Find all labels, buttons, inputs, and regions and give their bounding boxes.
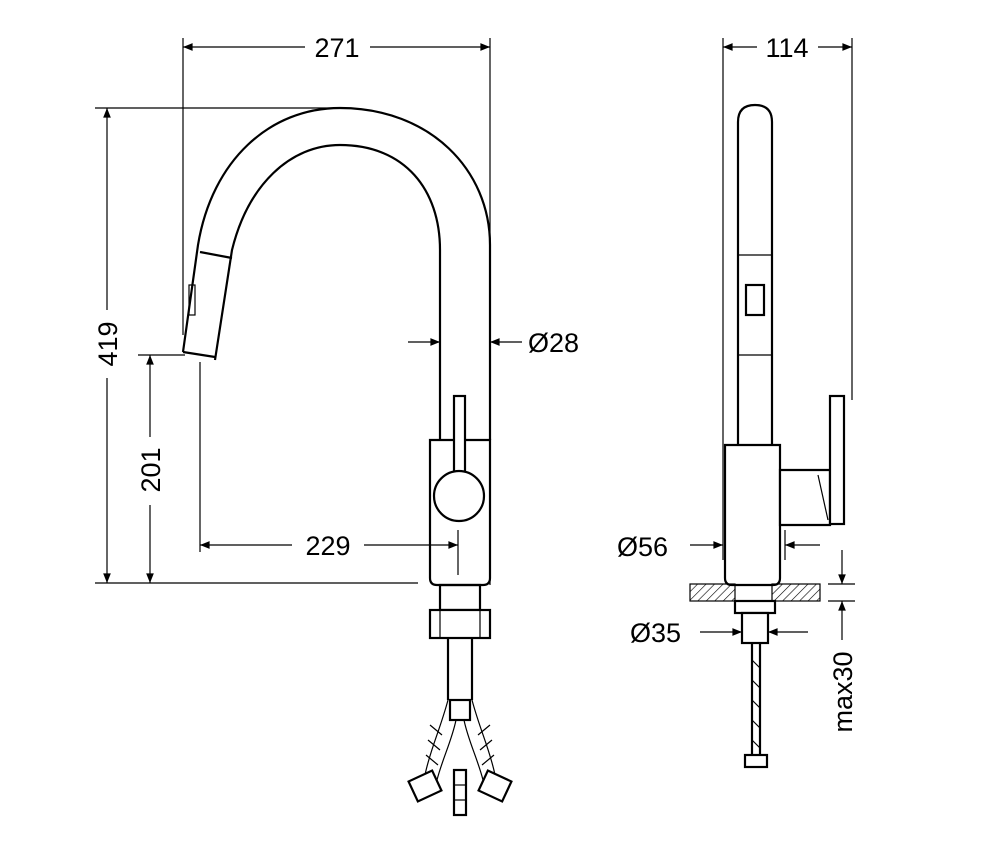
dimension-counter-thickness: max30 [828,550,858,733]
counter-thickness-label: max30 [828,651,858,732]
spout-height-label: 201 [136,447,166,492]
side-view: 114 [617,33,858,769]
side-body [723,394,846,587]
base-diameter-label: Ø56 [617,532,668,562]
spout [181,106,492,440]
hole-diameter-label: Ø35 [630,618,681,648]
front-view: 271 419 201 229 Ø28 [93,33,579,817]
width-label: 271 [314,33,359,63]
supply-hoses [407,583,513,817]
reach-label: 229 [305,531,350,561]
dimension-spout-height: 201 [136,354,185,584]
faucet-body [428,394,492,587]
dimension-tube-diameter: Ø28 [408,328,579,358]
dimension-base-diameter: Ø56 [617,530,820,562]
tube-diameter-label: Ø28 [528,328,579,358]
dimension-hole-diameter: Ø35 [630,618,808,648]
height-label: 419 [93,321,123,366]
dimension-depth: 114 [722,33,853,560]
depth-label: 114 [765,33,808,63]
dimension-reach: 229 [199,362,459,575]
side-spout [736,103,774,445]
dimension-height: 419 [93,107,418,584]
countertop [689,583,821,769]
